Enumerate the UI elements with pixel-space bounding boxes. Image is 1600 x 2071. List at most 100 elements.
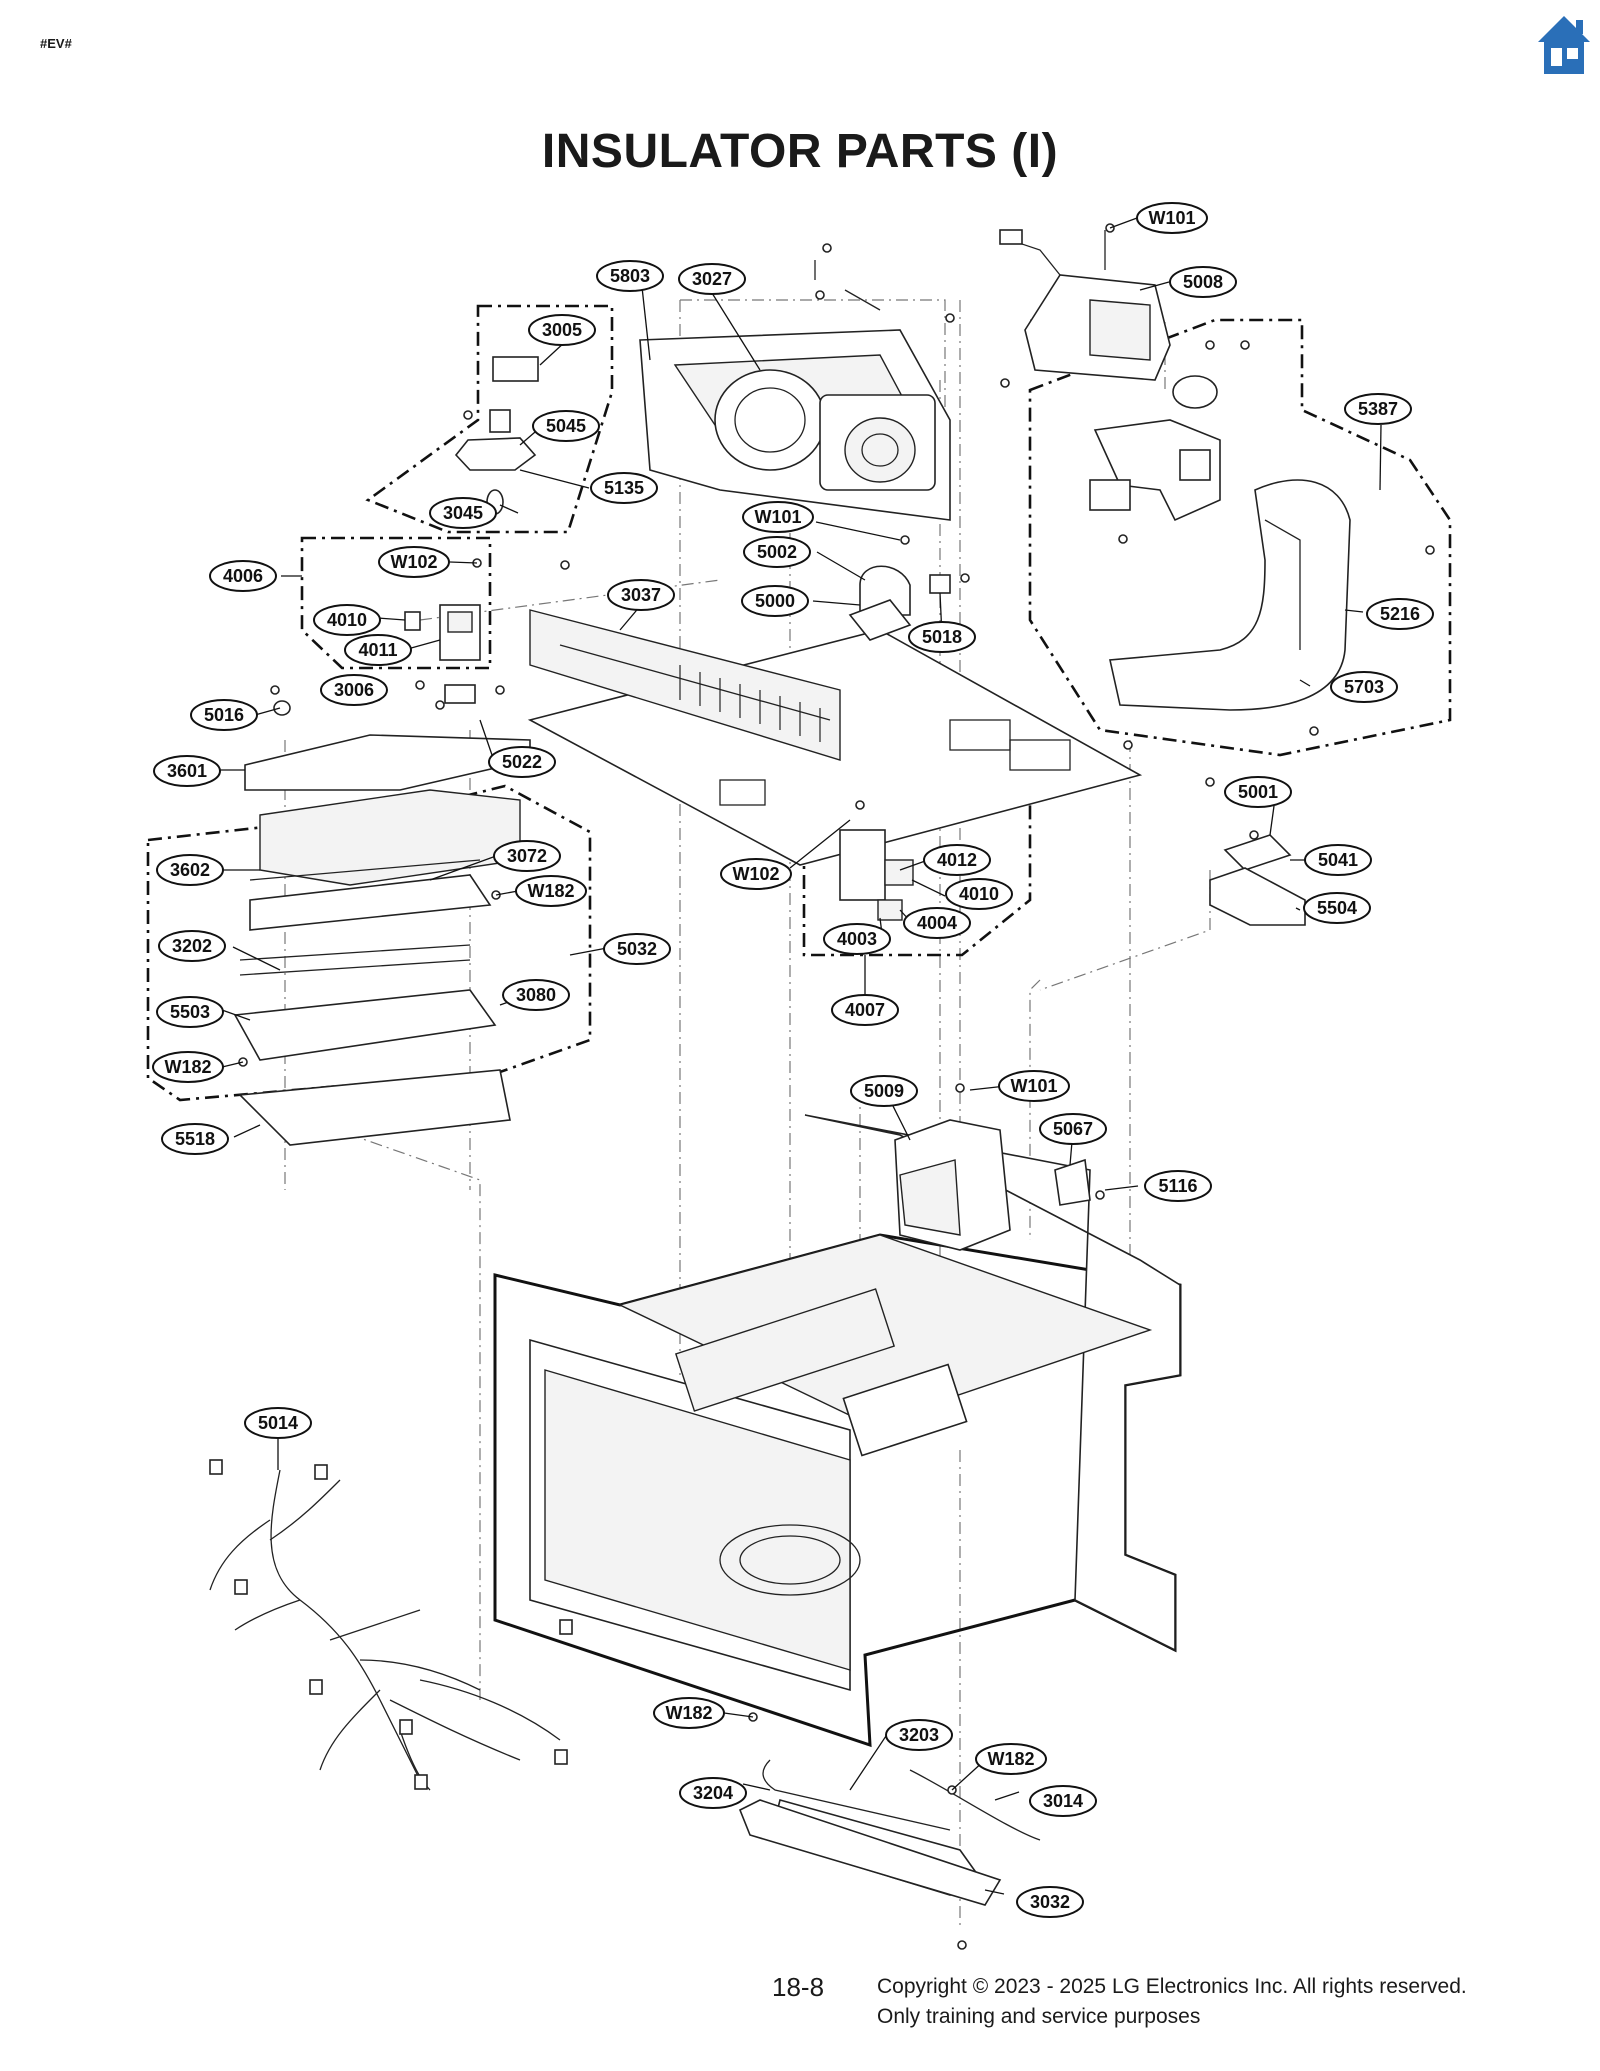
callout-5001[interactable]: 5001 [1224, 776, 1292, 808]
air-guide-duct [1089, 375, 1351, 711]
callout-3202[interactable]: 3202 [158, 930, 226, 962]
callout-5518[interactable]: 5518 [161, 1123, 229, 1155]
callout-5067[interactable]: 5067 [1039, 1113, 1107, 1145]
callout-W182-d[interactable]: W182 [975, 1743, 1047, 1775]
svg-text:3204: 3204 [693, 1783, 733, 1803]
svg-text:5041: 5041 [1318, 850, 1358, 870]
svg-text:4003: 4003 [837, 929, 877, 949]
callout-5504[interactable]: 5504 [1303, 892, 1371, 924]
callout-5032[interactable]: 5032 [603, 933, 671, 965]
callout-3037[interactable]: 3037 [607, 579, 675, 611]
callout-3005[interactable]: 3005 [528, 314, 596, 346]
capacitor-bracket [1209, 834, 1306, 926]
svg-text:4007: 4007 [845, 1000, 885, 1020]
svg-text:5703: 5703 [1344, 677, 1384, 697]
svg-text:5135: 5135 [604, 478, 644, 498]
svg-text:5504: 5504 [1317, 898, 1357, 918]
svg-text:5000: 5000 [755, 591, 795, 611]
wire-harness [209, 1459, 573, 1791]
callout-W102-b[interactable]: W102 [720, 858, 792, 890]
svg-text:5022: 5022 [502, 752, 542, 772]
svg-text:3602: 3602 [170, 860, 210, 880]
svg-text:5116: 5116 [1158, 1176, 1197, 1196]
callout-5387[interactable]: 5387 [1344, 393, 1412, 425]
callout-W182-b[interactable]: W182 [152, 1051, 224, 1083]
svg-text:W101: W101 [754, 507, 801, 527]
callout-4003[interactable]: 4003 [823, 923, 891, 955]
callout-W182-a[interactable]: W182 [515, 875, 587, 907]
callout-3045[interactable]: 3045 [429, 497, 497, 529]
callout-5135[interactable]: 5135 [590, 472, 658, 504]
callout-5009[interactable]: 5009 [850, 1075, 918, 1107]
callout-3204[interactable]: 3204 [679, 1777, 747, 1809]
callout-5045[interactable]: 5045 [532, 410, 600, 442]
svg-text:3027: 3027 [692, 269, 732, 289]
callout-3014[interactable]: 3014 [1029, 1785, 1097, 1817]
callout-W101-mid[interactable]: W101 [742, 501, 814, 533]
svg-text:5016: 5016 [204, 705, 244, 725]
page-number: 18-8 [772, 1972, 825, 2002]
callout-5022[interactable]: 5022 [488, 746, 556, 778]
svg-text:5014: 5014 [258, 1413, 298, 1433]
page-title: INSULATOR PARTS (I) [541, 125, 1059, 178]
home-icon[interactable] [1536, 14, 1592, 76]
svg-text:5032: 5032 [617, 939, 657, 959]
svg-text:4012: 4012 [937, 850, 977, 870]
callout-3072[interactable]: 3072 [493, 840, 561, 872]
callout-W102-a[interactable]: W102 [378, 546, 450, 578]
svg-text:5216: 5216 [1380, 604, 1420, 624]
fan-motor-assembly [639, 260, 951, 521]
callout-3601[interactable]: 3601 [153, 755, 221, 787]
callout-4004[interactable]: 4004 [903, 907, 971, 939]
callout-W101-top[interactable]: W101 [1136, 202, 1208, 234]
svg-text:5387: 5387 [1358, 399, 1398, 419]
svg-text:5045: 5045 [546, 416, 586, 436]
callout-5018[interactable]: 5018 [908, 621, 976, 653]
svg-text:5018: 5018 [922, 627, 962, 647]
callout-5016[interactable]: 5016 [190, 699, 258, 731]
callout-4012[interactable]: 4012 [923, 844, 991, 876]
copyright-text: Copyright © 2023 - 2025 LG Electronics I… [877, 1975, 1467, 1998]
svg-text:3014: 3014 [1043, 1791, 1083, 1811]
svg-text:3045: 3045 [443, 503, 483, 523]
callout-3006[interactable]: 3006 [320, 674, 388, 706]
callout-5803[interactable]: 5803 [596, 260, 664, 292]
callout-5014[interactable]: 5014 [244, 1407, 312, 1439]
callout-4007[interactable]: 4007 [831, 994, 899, 1026]
svg-text:3203: 3203 [899, 1725, 939, 1745]
callout-W101-low[interactable]: W101 [998, 1070, 1070, 1102]
callout-3602[interactable]: 3602 [156, 854, 224, 886]
callout-3080[interactable]: 3080 [502, 979, 570, 1011]
thermal-switch-group [404, 604, 481, 661]
callout-5000[interactable]: 5000 [741, 585, 809, 617]
svg-text:3032: 3032 [1030, 1892, 1070, 1912]
svg-text:4010: 4010 [327, 610, 367, 630]
svg-text:3080: 3080 [516, 985, 556, 1005]
svg-text:3072: 3072 [507, 846, 547, 866]
callout-5002[interactable]: 5002 [743, 536, 811, 568]
callout-4011[interactable]: 4011 [344, 634, 412, 666]
callout-3032[interactable]: 3032 [1016, 1886, 1084, 1918]
noise-filter-assembly [233, 684, 531, 1146]
svg-text:3005: 3005 [542, 320, 582, 340]
callout-5216[interactable]: 5216 [1366, 598, 1434, 630]
screws [238, 223, 1435, 1950]
callout-5703[interactable]: 5703 [1330, 671, 1398, 703]
callout-3027[interactable]: 3027 [678, 263, 746, 295]
callouts: W101 5803 3027 5008 3005 5387 5045 5135 … [152, 202, 1434, 1918]
svg-text:3006: 3006 [334, 680, 374, 700]
svg-text:4010: 4010 [959, 884, 999, 904]
callout-4006[interactable]: 4006 [209, 560, 277, 592]
callout-5008[interactable]: 5008 [1169, 266, 1237, 298]
exploded-parts-diagram: W101 5803 3027 5008 3005 5387 5045 5135 … [146, 202, 1452, 1950]
fan-bracket-parts [848, 565, 951, 641]
callout-4010-a[interactable]: 4010 [313, 604, 381, 636]
footer-copyright: Copyright © 2023 - 2025 LG Electronics I… [877, 1972, 1467, 2032]
callout-W182-c[interactable]: W182 [653, 1697, 725, 1729]
callout-4010-b[interactable]: 4010 [945, 878, 1013, 910]
callout-5116[interactable]: 5116 [1144, 1170, 1212, 1202]
callout-3203[interactable]: 3203 [885, 1719, 953, 1751]
callout-5041[interactable]: 5041 [1304, 844, 1372, 876]
svg-text:W102: W102 [732, 864, 779, 884]
callout-5503[interactable]: 5503 [156, 996, 224, 1028]
